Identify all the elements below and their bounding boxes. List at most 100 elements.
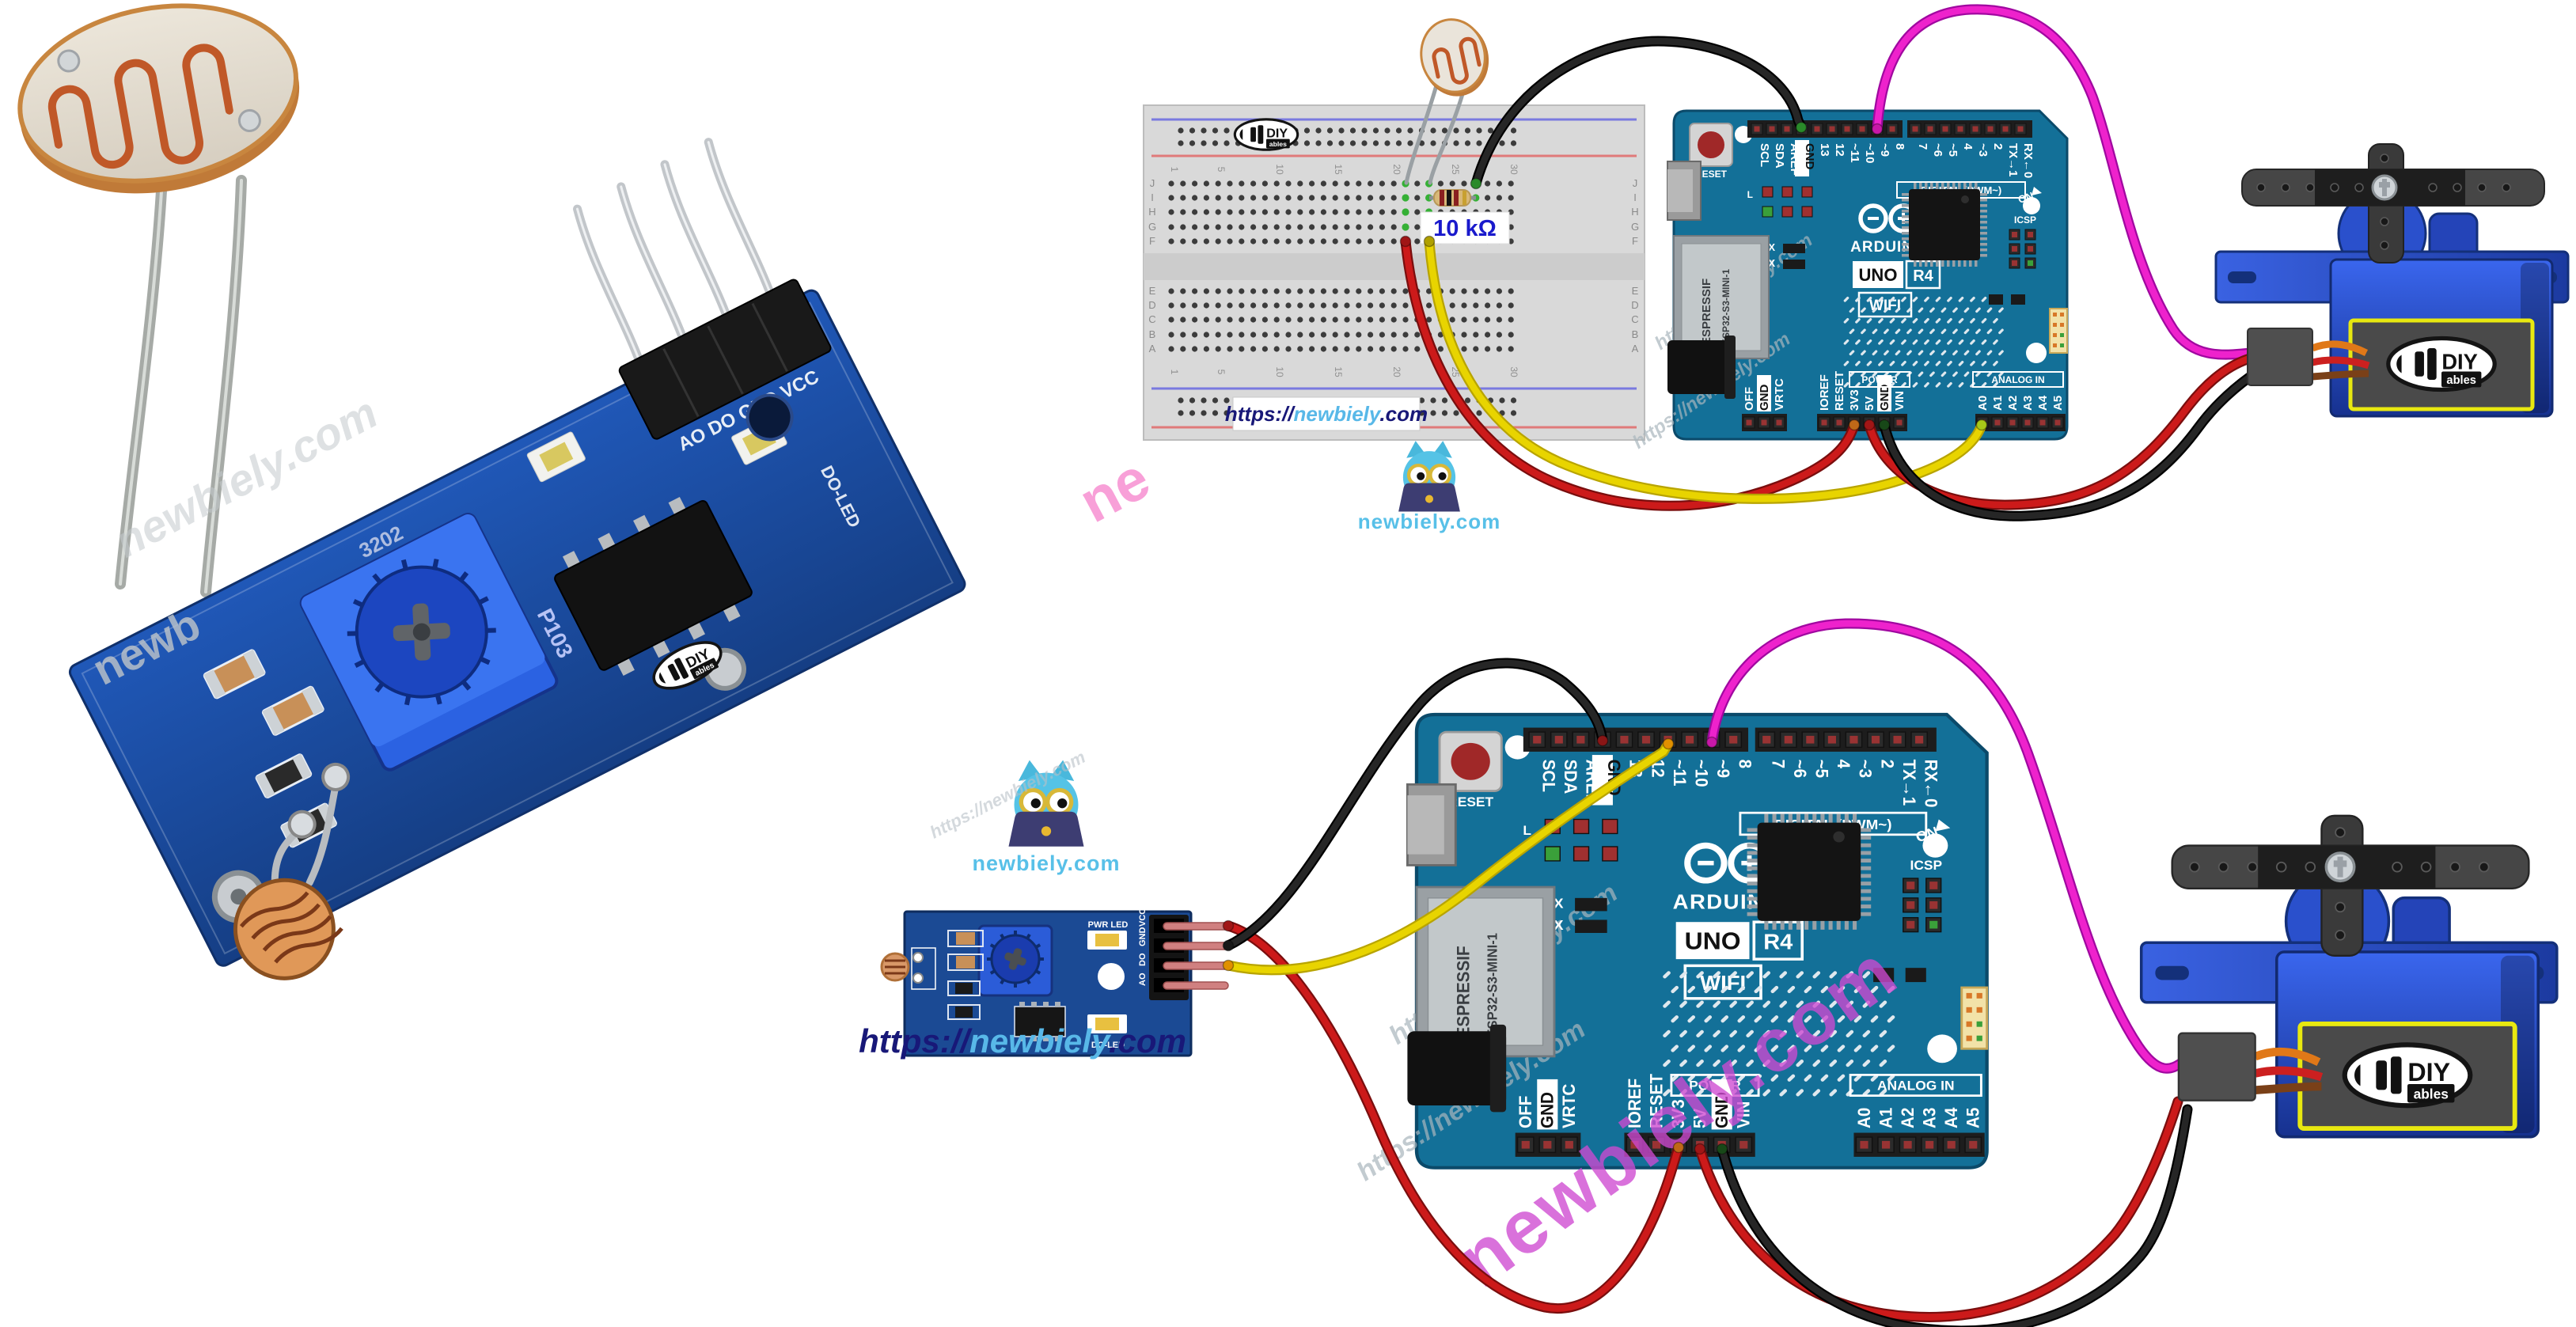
pin-label: IOREF xyxy=(1626,1079,1645,1128)
analog-section-label: ANALOG IN xyxy=(1991,374,2044,385)
column-number: 5 xyxy=(1216,370,1227,375)
servo-horn xyxy=(2241,143,2545,264)
wire-connection-dot xyxy=(1399,235,1412,248)
comparator-ic xyxy=(554,497,753,676)
ables-label: ables xyxy=(1269,140,1287,148)
pin-label: 8 xyxy=(1735,760,1754,769)
wire-connection-dot xyxy=(1423,235,1436,248)
pin-label: 2 xyxy=(1991,143,2005,150)
pin-label: RESET xyxy=(1833,371,1846,411)
ables-label: ables xyxy=(2414,1086,2449,1102)
pin-label: ~10 xyxy=(1691,760,1710,787)
column-number: 10 xyxy=(1274,164,1285,175)
pin-label: VIN xyxy=(1735,1101,1754,1128)
dial xyxy=(1004,948,1026,970)
speaker-icon xyxy=(1239,125,1264,144)
row-letter: D xyxy=(1148,299,1155,311)
pin-label: A1 xyxy=(1991,396,2005,411)
row-letter: A xyxy=(1149,343,1156,354)
wire-magenta-pin9-to-servo xyxy=(1872,4,2256,360)
wire-black-module-to-gnd xyxy=(1223,658,1608,951)
pin-label: A0 xyxy=(1976,396,1990,411)
ldr-top xyxy=(1420,18,1489,97)
pin-label: A2 xyxy=(1899,1108,1918,1128)
column-number: 15 xyxy=(1333,164,1344,175)
pin-label: A0 xyxy=(1855,1108,1874,1128)
pin-label: ~10 xyxy=(1863,143,1876,163)
module-pin-label: DO xyxy=(1138,953,1148,966)
row-letter: J xyxy=(1633,177,1638,189)
row-letter: H xyxy=(1148,206,1155,218)
pin-label: ~11 xyxy=(1670,760,1689,787)
wire-connection-dot xyxy=(1848,419,1861,431)
power-section-label: POWER xyxy=(1861,374,1898,385)
brand-name: newbiely.com xyxy=(972,851,1120,875)
pin-label: 5V xyxy=(1691,1109,1710,1128)
pin-label: OFF xyxy=(1517,1096,1536,1128)
row-letter: C xyxy=(1148,313,1155,325)
analog-section-label: ANALOG IN xyxy=(1877,1079,1955,1094)
dial xyxy=(393,603,450,661)
servo-connector xyxy=(2247,328,2313,386)
pin-label: GND xyxy=(1713,1092,1732,1128)
ldr-body xyxy=(17,3,300,194)
led-l-label: L xyxy=(1523,823,1531,838)
pin-label: A5 xyxy=(1964,1107,1983,1128)
esp-part-label: ESP32-S3-MINI-1 xyxy=(1720,269,1732,345)
wire-black-breadboard-to-gnd xyxy=(1470,36,1807,189)
speaker-icon xyxy=(2354,1056,2402,1094)
wires-layer xyxy=(1222,4,2263,1327)
breadboard-url: https://newbiely.com xyxy=(1225,402,1428,426)
wire-yellow-breadboard-to-a0 xyxy=(1424,236,1987,504)
row-letter: D xyxy=(1631,299,1638,311)
row-letter: E xyxy=(1149,285,1156,297)
wire-connection-dot xyxy=(1871,123,1884,135)
column-number: 5 xyxy=(1216,167,1227,173)
pin-label: GND xyxy=(1538,1092,1557,1128)
column-number: 1 xyxy=(1169,370,1180,375)
row-letter: I xyxy=(1151,191,1154,203)
diy-label: DIY xyxy=(2441,349,2478,373)
pin-label: ~3 xyxy=(1976,143,1990,157)
photoresistor-photo: newbiely.com xyxy=(17,3,385,597)
pin-label: SCL xyxy=(1758,143,1771,167)
wire-connection-dot xyxy=(1222,939,1235,952)
row-letter: C xyxy=(1631,313,1638,325)
pin-label: VRTC xyxy=(1773,378,1786,411)
r4-label: R4 xyxy=(1913,267,1933,285)
pin-label: 7 xyxy=(1768,760,1787,769)
wire-connection-dot xyxy=(1672,1141,1685,1154)
diy-label: DIY xyxy=(1266,127,1288,141)
row-letter: G xyxy=(1631,221,1639,233)
pin-label: 12 xyxy=(1833,143,1846,157)
servo-connector xyxy=(2177,1032,2256,1101)
pin-label: 4 xyxy=(1834,760,1853,769)
pin-header xyxy=(573,138,832,440)
pin-label: ~9 xyxy=(1878,143,1891,157)
column-number: 20 xyxy=(1391,164,1402,175)
reset-label: RESET xyxy=(1695,169,1728,180)
pin-label: ~3 xyxy=(1856,760,1875,779)
pin-label: A3 xyxy=(1921,1107,1940,1128)
row-letter: F xyxy=(1149,235,1155,247)
icsp-label: ICSP xyxy=(2014,214,2036,226)
row-letter: F xyxy=(1632,235,1638,247)
breadboard-photoresistor xyxy=(1404,18,1489,185)
pin-label: SDA xyxy=(1773,143,1786,169)
pin-label: A3 xyxy=(2021,396,2035,411)
pin-label: GND xyxy=(1803,143,1816,170)
newbiely-owl-logo xyxy=(1008,760,1084,847)
module-pin-label: VCC xyxy=(1138,908,1148,927)
row-letter: A xyxy=(1632,343,1639,354)
pin-label: TX→1 xyxy=(2006,143,2020,177)
wire-connection-dot xyxy=(1694,1143,1706,1155)
resistor-10k xyxy=(1429,189,1476,207)
reset-button xyxy=(1689,123,1733,167)
wire-connection-dot xyxy=(1795,121,1808,134)
